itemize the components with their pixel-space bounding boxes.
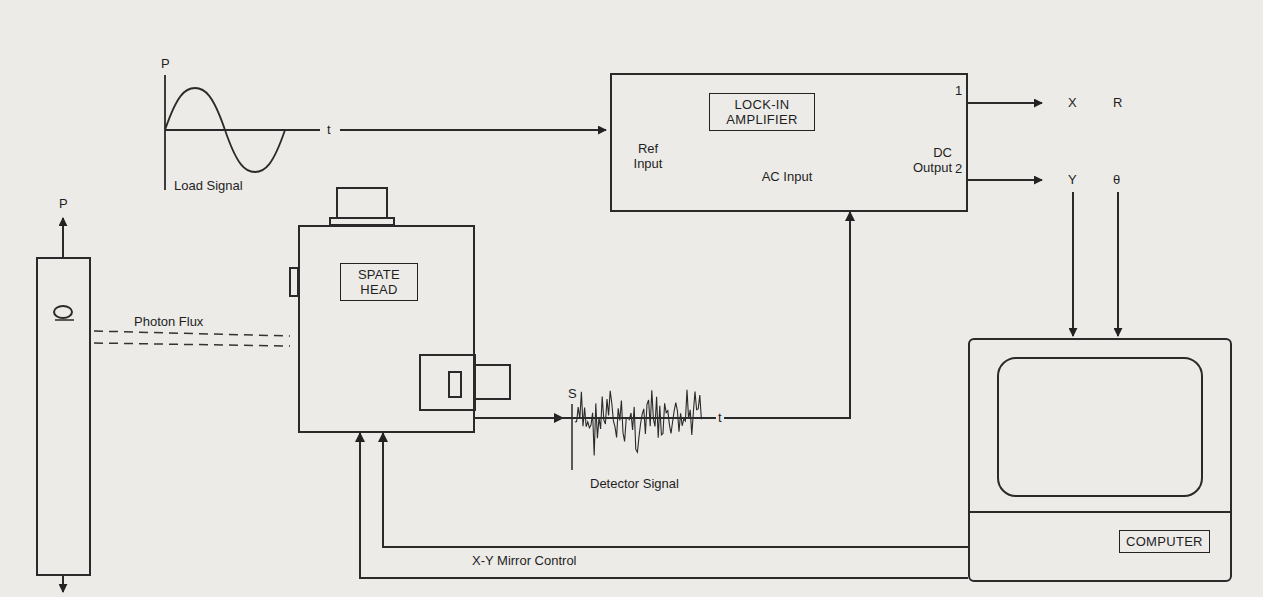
lock-in-amplifier-box: LOCK-IN AMPLIFIER Ref Input AC Input DC Out… — [610, 73, 968, 212]
spate-head-housing — [290, 188, 510, 410]
signal-name: Load Signal — [172, 178, 245, 193]
port-label: AC Input — [760, 169, 814, 184]
connector-label: X-Y Mirror Control — [470, 553, 579, 568]
photon-flux-beam — [94, 331, 290, 346]
output-name: R — [1111, 95, 1124, 110]
device-title: SPATE HEAD — [340, 263, 418, 301]
signal-connector — [383, 433, 968, 547]
output-arrows — [968, 103, 1118, 336]
specimen — [37, 218, 90, 592]
device-title: COMPUTER — [1119, 530, 1210, 553]
axis-label: S — [566, 386, 579, 401]
output-name: θ — [1111, 172, 1122, 187]
device-title: LOCK-IN AMPLIFIER — [709, 93, 815, 131]
port-label: DC Output — [894, 145, 952, 175]
output-name: X — [1066, 95, 1079, 110]
signal-connector — [360, 433, 968, 578]
spate-head-housing-box: SPATE HEAD — [298, 225, 475, 433]
computer-box: COMPUTER — [968, 338, 1232, 582]
axis-label: t — [325, 122, 333, 137]
load-label: P — [57, 196, 70, 211]
axis-label: t — [716, 410, 724, 425]
port-label: Ref Input — [622, 141, 674, 171]
detector-signal-plot — [554, 390, 701, 470]
signal-name: Detector Signal — [588, 476, 681, 491]
pin-number: 1 — [955, 83, 962, 98]
beam-label: Photon Flux — [132, 314, 205, 329]
signal-connector — [475, 212, 850, 418]
monitor-screen — [968, 358, 1232, 512]
pin-number: 2 — [955, 161, 962, 176]
output-name: Y — [1066, 172, 1079, 187]
load-signal-plot — [165, 75, 606, 190]
axis-label: P — [159, 56, 172, 71]
